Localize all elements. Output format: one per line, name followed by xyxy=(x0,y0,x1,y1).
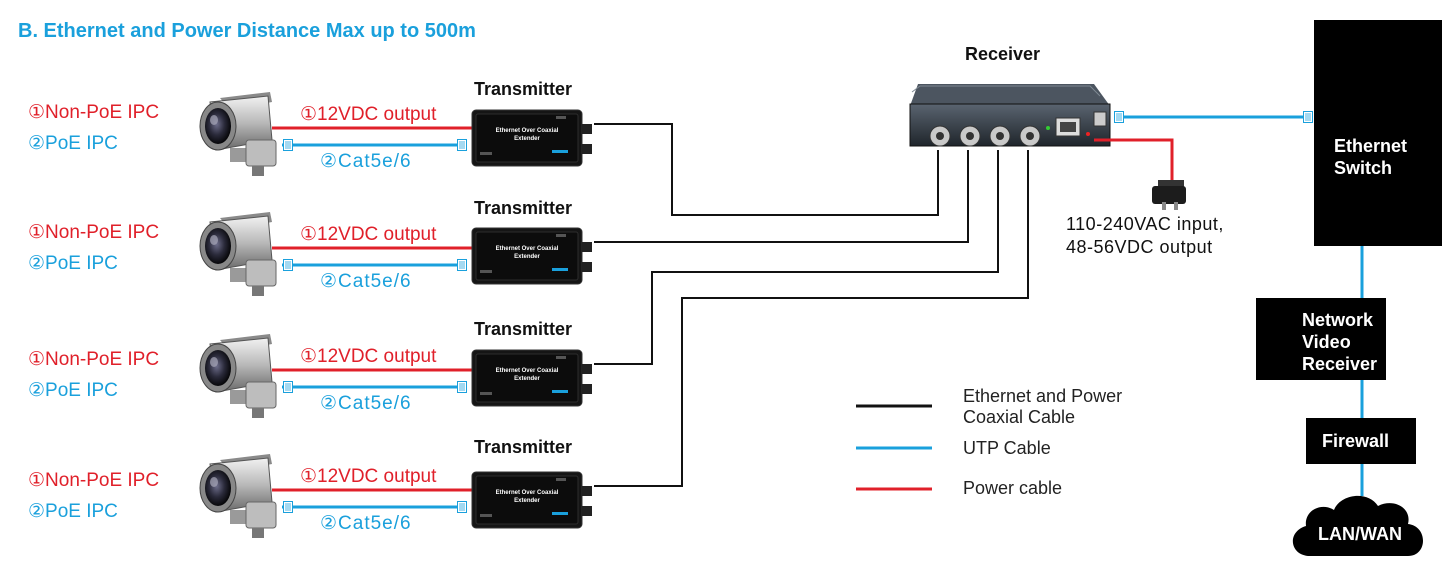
diagram-title: B. Ethernet and Power Distance Max up to… xyxy=(18,20,476,42)
camera-label-non-poe: ①Non-PoE IPC xyxy=(28,349,160,370)
cloud-label: LAN/WAN xyxy=(1318,524,1402,544)
camera-row-3 xyxy=(199,333,593,419)
power-cable-receiver xyxy=(1094,138,1174,182)
output-power-label: ①12VDC output xyxy=(300,466,437,487)
rj45-icon xyxy=(283,381,293,393)
output-cat-label: ②Cat5e/6 xyxy=(320,151,412,172)
rj45-icon xyxy=(1114,111,1124,123)
rj45-icon xyxy=(457,381,467,393)
legend-coax-line2: Coaxial Cable xyxy=(963,407,1076,427)
camera-row-4 xyxy=(199,453,593,539)
coax-cable-3 xyxy=(594,150,999,365)
ip-camera-icon xyxy=(199,211,277,297)
ip-camera-icon xyxy=(199,91,277,177)
legend-coax-line1: Ethernet and Power xyxy=(963,386,1123,406)
coax-cable-1 xyxy=(594,123,939,216)
rj45-icon xyxy=(457,139,467,151)
transmitter-label: Transmitter xyxy=(474,319,573,339)
rj45-icon xyxy=(457,259,467,271)
power-adapter-label-line2: 48-56VDC output xyxy=(1066,237,1213,257)
firewall-box xyxy=(1306,418,1416,464)
transmitter-label: Transmitter xyxy=(474,198,573,218)
camera-label-non-poe: ①Non-PoE IPC xyxy=(28,470,160,491)
receiver-label: Receiver xyxy=(965,44,1041,64)
legend-power: Power cable xyxy=(963,478,1063,498)
camera-label-poe: ②PoE IPC xyxy=(28,253,118,274)
ethernet-switch-box xyxy=(1314,20,1442,246)
nvr-box xyxy=(1256,298,1386,380)
power-adapter-icon xyxy=(1152,180,1186,210)
camera-row-1 xyxy=(199,91,593,177)
rj45-icon xyxy=(283,259,293,271)
output-cat-label: ②Cat5e/6 xyxy=(320,513,412,534)
coax-cable-4 xyxy=(594,150,1029,487)
camera-label-poe: ②PoE IPC xyxy=(28,380,118,401)
output-cat-label: ②Cat5e/6 xyxy=(320,271,412,292)
ip-camera-icon xyxy=(199,453,277,539)
transmitter-device xyxy=(471,109,593,167)
coaxial-cables xyxy=(594,123,1029,487)
cloud-icon xyxy=(1292,495,1423,556)
coax-cable-2 xyxy=(594,150,969,243)
legend-utp: UTP Cable xyxy=(963,438,1051,458)
firewall-label: Firewall xyxy=(1322,431,1390,451)
ip-camera-icon xyxy=(199,333,277,419)
rj45-icon xyxy=(1303,111,1313,123)
camera-label-non-poe: ①Non-PoE IPC xyxy=(28,222,160,243)
power-adapter-label-line1: 110-240VAC input, xyxy=(1066,214,1224,234)
switch-label-line2: Switch xyxy=(1334,158,1393,178)
output-power-label: ①12VDC output xyxy=(300,346,437,367)
transmitter-device xyxy=(471,471,593,529)
camera-label-non-poe: ①Non-PoE IPC xyxy=(28,102,160,123)
transmitter-device xyxy=(471,349,593,407)
nvr-label-line3: Receiver xyxy=(1302,354,1378,374)
camera-label-poe: ②PoE IPC xyxy=(28,501,118,522)
rj45-icon xyxy=(283,139,293,151)
transmitter-device xyxy=(471,227,593,285)
output-cat-label: ②Cat5e/6 xyxy=(320,393,412,414)
transmitter-label: Transmitter xyxy=(474,79,573,99)
switch-label-line1: Ethernet xyxy=(1334,136,1408,156)
receiver-device xyxy=(909,84,1111,147)
camera-label-poe: ②PoE IPC xyxy=(28,133,118,154)
nvr-label-line2: Video xyxy=(1302,332,1351,352)
rj45-icon xyxy=(283,501,293,513)
output-power-label: ①12VDC output xyxy=(300,224,437,245)
rj45-icon xyxy=(457,501,467,513)
camera-row-2 xyxy=(199,211,593,297)
transmitter-label: Transmitter xyxy=(474,437,573,457)
output-power-label: ①12VDC output xyxy=(300,104,437,125)
nvr-label-line1: Network xyxy=(1302,310,1374,330)
